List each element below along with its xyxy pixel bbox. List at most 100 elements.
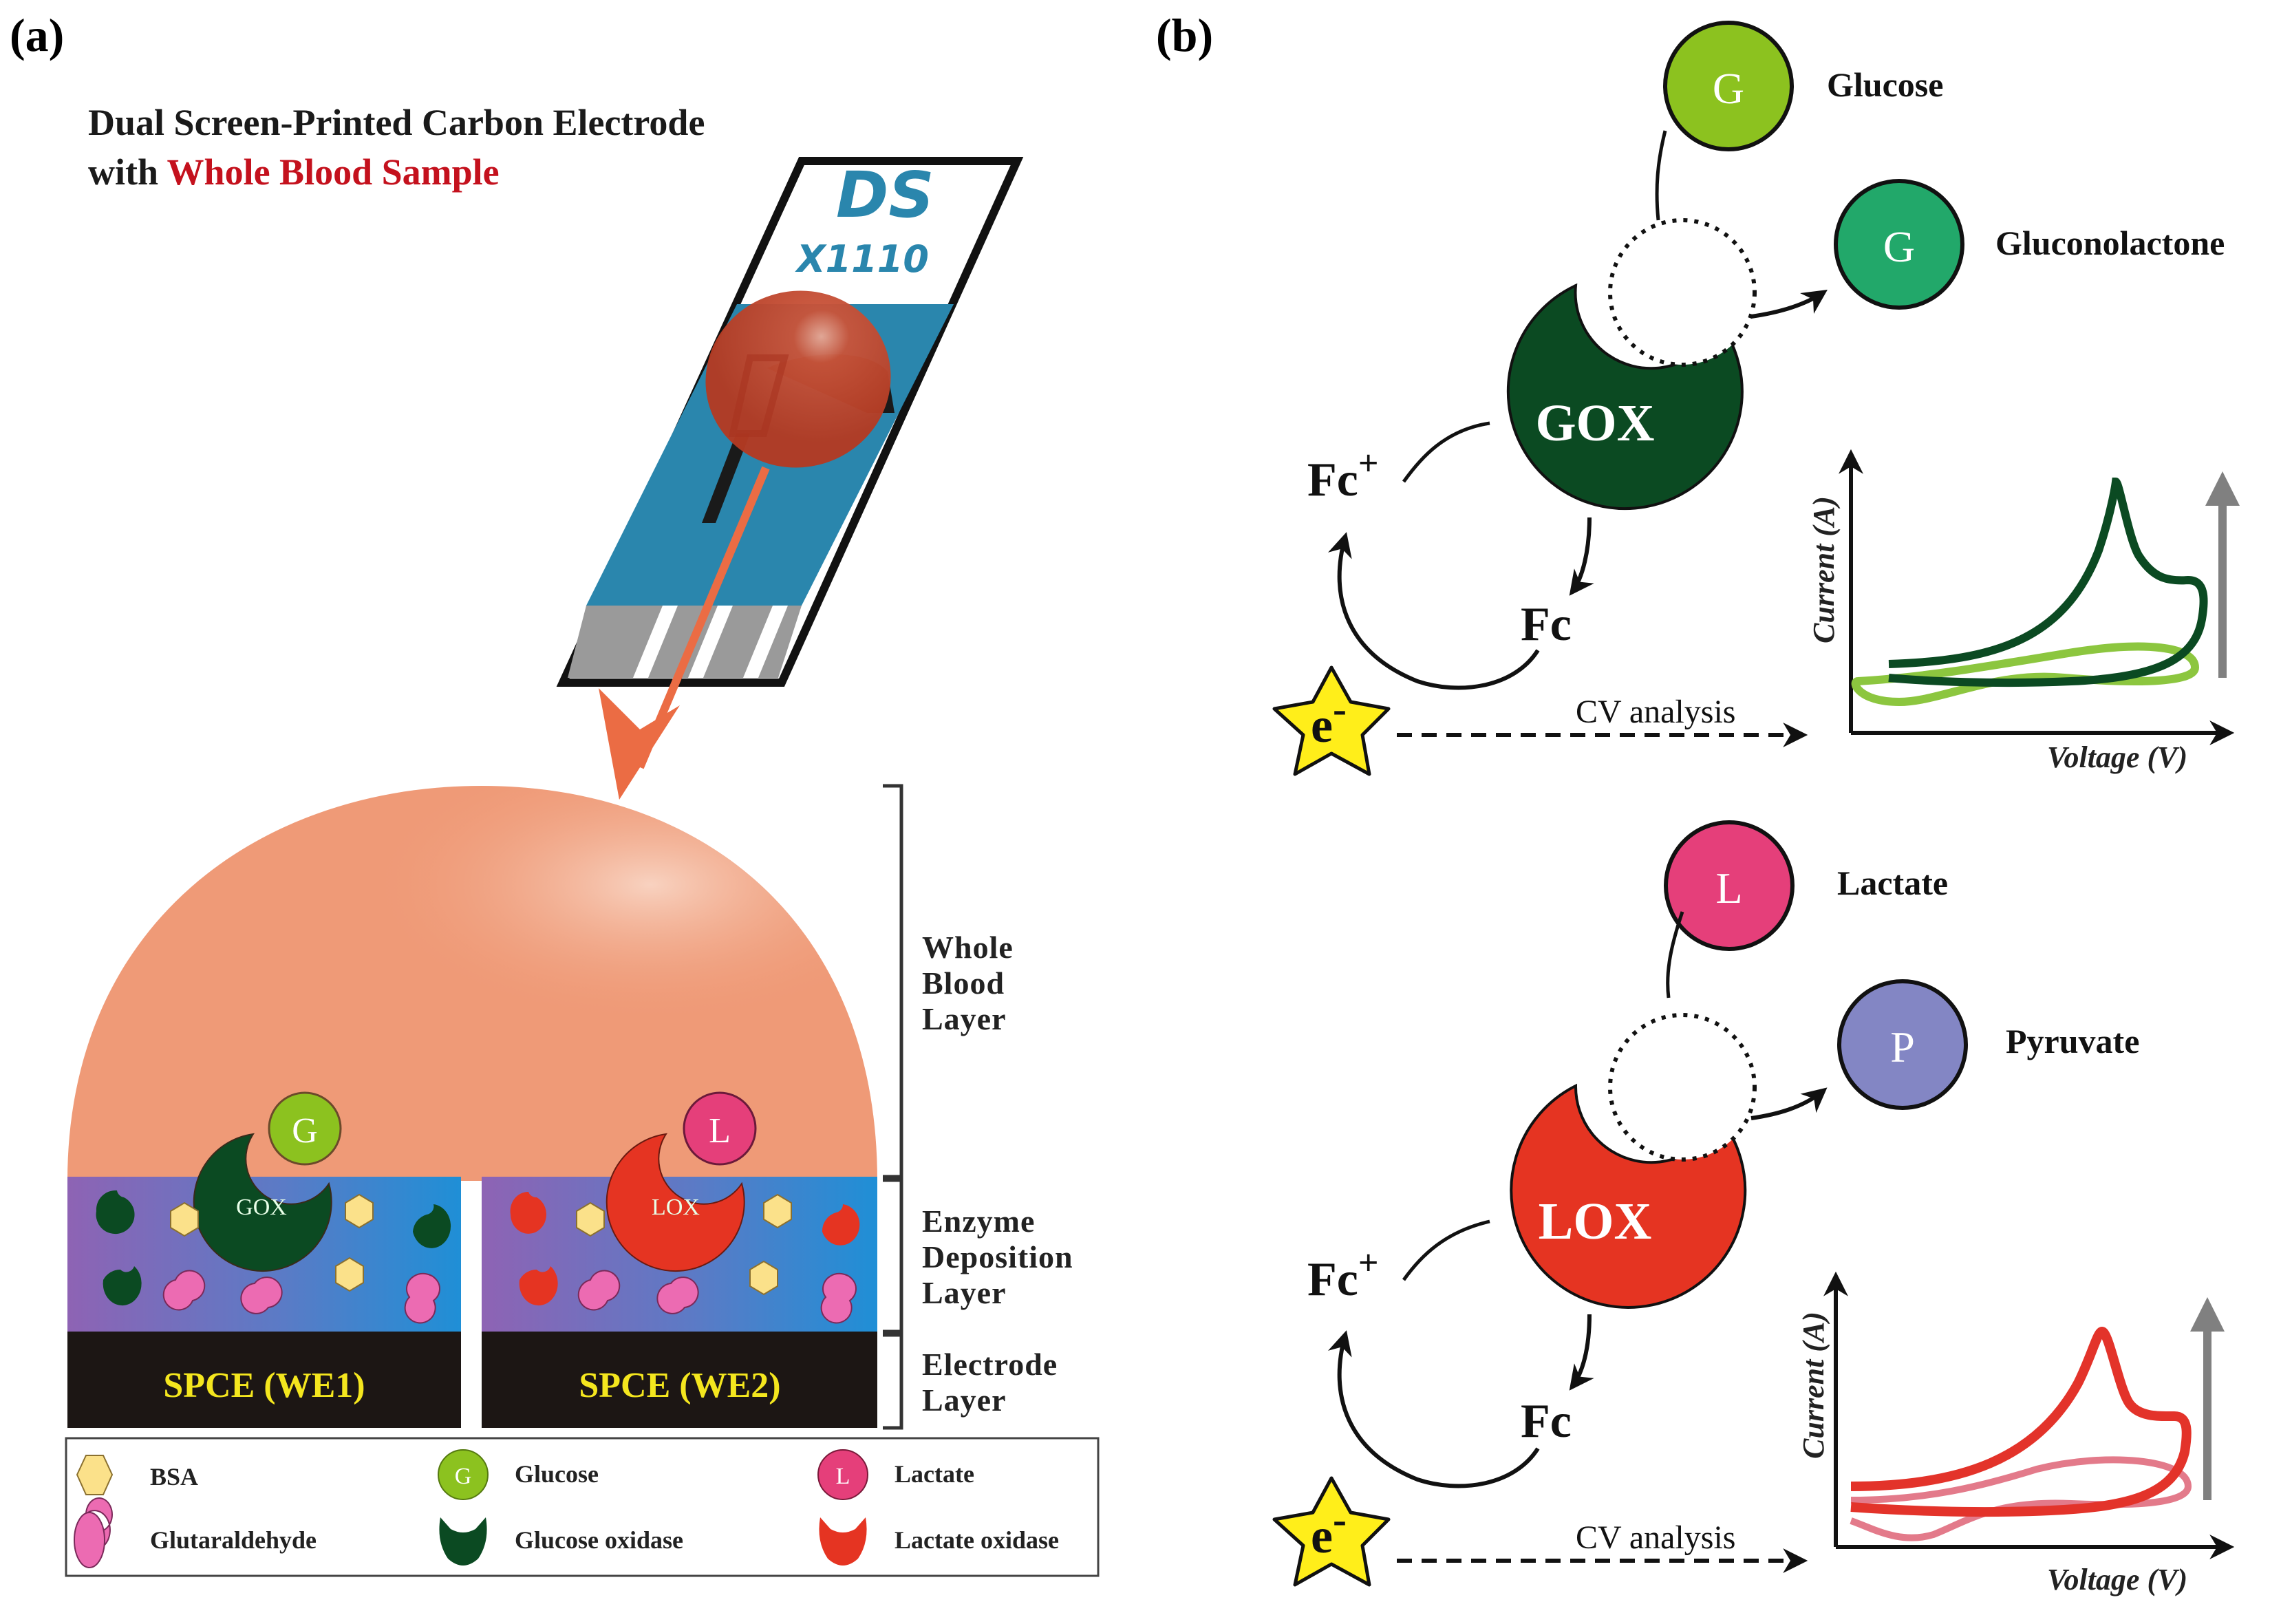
lox-enzyme [606,1133,745,1272]
contact-gap [743,606,788,678]
lactate-oxidase-icon [822,1204,860,1246]
gluconolactone-name: Gluconolactone [1995,224,2225,262]
glucose-molecule [268,1091,342,1166]
lactate-oxidase-icon [510,1191,546,1234]
cv-curve-blank [1851,642,2200,707]
bsa-hexagon-icon [749,1260,778,1296]
product-arrow [1750,1087,1828,1120]
increase-arrow-head [2190,1297,2225,1332]
cv-curve-active [1850,1326,2192,1517]
legend-label-lactate: Lactate [895,1460,974,1488]
we1-enzyme-contents: GOX G [96,1091,451,1324]
drop-shadow-pattern [728,354,789,437]
glutaraldehyde-icon [656,1276,699,1314]
bsa-particles [170,1193,374,1292]
lactate-name: Lactate [1837,864,1948,902]
glucose-oxidase-icon [96,1190,135,1235]
panel-a-label: (a) [10,9,64,61]
lactate-letter: L [709,1111,731,1151]
layer-labels: Whole Blood Layer Enzyme Deposition Laye… [922,930,1073,1418]
contact-gap [633,606,678,678]
mediator-line [1402,421,1490,483]
reaction-lox: L Lactate LOX P Pyruvate Fc+ Fc e- CV an… [1272,820,2139,1587]
glutaraldehyde-icon [820,1272,857,1324]
bsa-particles [576,1193,792,1296]
contact-gap [688,606,733,678]
mediator-line [1402,1219,1490,1281]
lactate-molecule [1664,820,1795,951]
y-axis-label: Current (A) [1797,1312,1830,1459]
oxidation-cycle-arrow [1327,1330,1540,1488]
binding-line [1655,130,1667,221]
glutaraldehyde-icon [577,1270,621,1311]
zoom-arrow-head [599,688,680,800]
fc-ox: Fc [1307,1253,1358,1306]
pyruvate-molecule [1837,979,1968,1110]
bsa-hexagon-icon [763,1193,792,1229]
electrode-we2 [482,1332,877,1428]
cv-plot-gox: Current (A) Voltage (V) [1807,449,2240,774]
layer-label-blood: Blood [922,965,1005,1001]
reduction-arrow [1569,517,1594,596]
electron-sup: - [1333,686,1347,731]
legend-label-lactate-oxidase: Lactate oxidase [895,1526,1059,1554]
spce-we2-label: SPCE (WE2) [579,1366,780,1405]
glucose-oxidase-icon [413,1204,451,1248]
title-highlight: Whole Blood Sample [167,151,500,193]
fc-plus-label: Fc+ [1307,444,1378,506]
fc-ox: Fc [1307,453,1358,506]
cv-plot-lox: Current (A) Voltage (V) [1797,1271,2235,1596]
we2-enzyme-contents: LOX L [510,1091,860,1324]
pyruvate-letter: P [1890,1023,1915,1071]
glutaraldehyde-particles [577,1270,857,1324]
glutaraldehyde-particles [162,1270,440,1324]
lox-particles [510,1191,860,1306]
lactate-letter: L [1715,864,1742,912]
bracket-electrode [883,1333,903,1430]
panel-a-title-line2: with Whole Blood Sample [88,151,500,193]
bsa-hexagon-icon [76,1455,114,1495]
bsa-hexagon-icon [576,1201,605,1237]
strip-contacts [568,606,802,678]
glutaraldehyde-icon [404,1272,440,1324]
title-prefix: with [88,151,167,193]
layer-brackets [883,784,903,1430]
bracket-whole-blood [883,784,903,1179]
binding-line [1666,911,1684,998]
dome-highlight [67,786,877,1181]
legend-label-glucose: Glucose [515,1460,599,1488]
spce-we1-label: SPCE (WE1) [163,1366,365,1405]
glucose-letter: G [1713,64,1744,113]
fc-ox-sup: + [1358,444,1379,483]
gox-enzyme [193,1133,332,1272]
glucose-molecule [1663,21,1794,151]
x-axis-label: Voltage (V) [2047,1563,2187,1596]
gox-enzyme [1506,283,1744,510]
electrode-we1 [67,1332,461,1428]
fc-plus-label: Fc+ [1307,1243,1378,1306]
increase-arrow-head [2205,471,2240,506]
bsa-hexagon-icon [170,1201,199,1237]
electron-label: e- [1311,1497,1347,1563]
legend-label-bsa: BSA [150,1463,198,1491]
product-arrow [1750,290,1828,319]
y-axis-label: Current (A) [1807,496,1841,643]
pyruvate-name: Pyruvate [2006,1022,2139,1060]
legend-box [65,1437,1100,1577]
gox-label: GOX [1535,394,1654,452]
glucose-oxidase-icon [439,1517,487,1566]
fc-ox-sup: + [1358,1243,1379,1283]
cv-curve-active [1888,477,2208,687]
lactate-oxidase-icon [519,1266,558,1306]
cv-analysis-label: CV analysis [1576,694,1735,730]
glutaraldehyde-icon [162,1270,206,1311]
glucose-name: Glucose [1827,65,1943,104]
reaction-gox: G Glucose GOX G Gluconolactone Fc+ Fc e-… [1272,21,2225,776]
legend-label-glucose-oxidase: Glucose oxidase [515,1526,683,1554]
glucose-oxidase-icon [103,1266,142,1306]
glutaraldehyde-icon [74,1512,105,1568]
gox-particles [96,1190,451,1306]
active-site [1608,1013,1757,1162]
electron-label: e- [1311,686,1347,753]
